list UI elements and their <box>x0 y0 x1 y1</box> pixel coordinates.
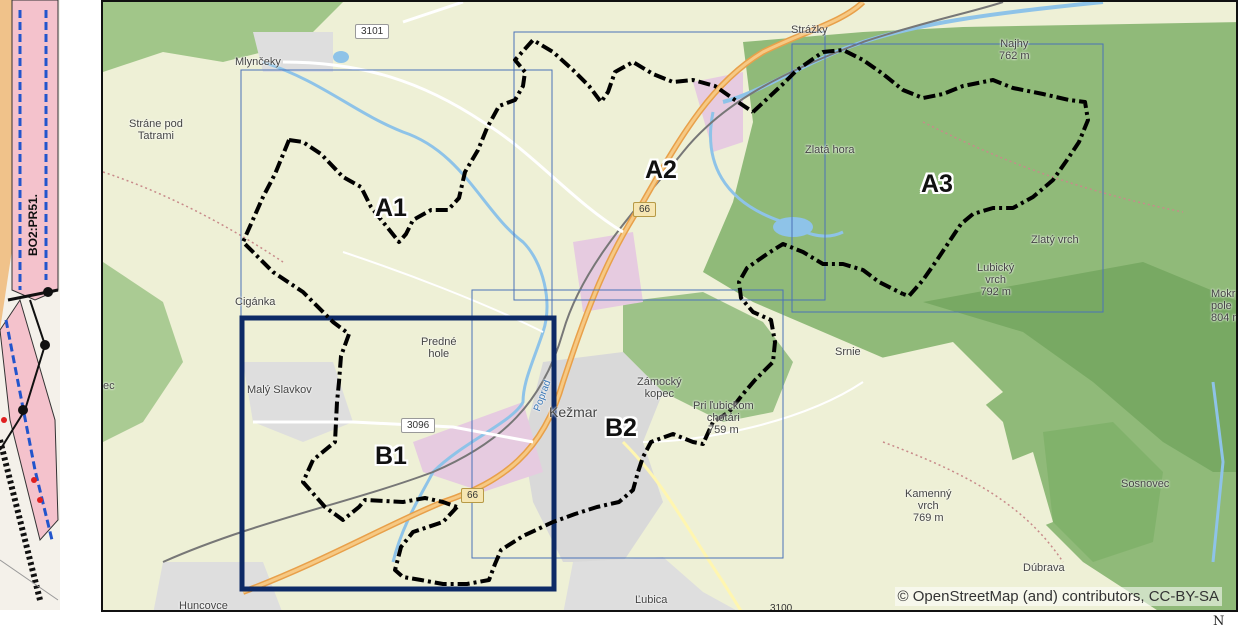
place-edge-ec: ec <box>103 380 115 392</box>
tile-b1-focus <box>239 315 557 592</box>
peak-lubicky-line1: Lubický <box>977 262 1015 274</box>
peak-kamenny-line1: Kamenný <box>905 488 952 500</box>
tile-a2 <box>513 31 826 301</box>
road-shield-66-top: 66 <box>633 202 657 217</box>
area-label-a1: A1 <box>375 194 407 222</box>
peak-pri-lubickom-chotari: Pri ľubickom chotári 759 m <box>693 400 754 436</box>
peak-pri-line1: Pri ľubickom <box>693 400 754 412</box>
peak-predne-line1: Predné <box>421 336 457 348</box>
tile-a3 <box>791 43 1104 313</box>
peak-kamenny-line2: vrch <box>917 500 939 512</box>
peak-mokry-pole: Mokr pole 804 m <box>1211 288 1236 324</box>
boundary-b2 <box>393 242 904 586</box>
north-arrow: N <box>1213 614 1225 629</box>
peak-predne-line2: hole <box>428 348 450 360</box>
peak-lubicky-vrch: Lubický vrch 792 m <box>977 262 1014 298</box>
peak-zlata-hora: Zlatá hora <box>805 144 855 156</box>
peak-sosnovec: Sosnovec <box>1121 478 1170 490</box>
boundary-a3 <box>751 48 1090 298</box>
peak-najhy-elevation: 762 m <box>999 50 1030 62</box>
peak-najhy-name: Najhy <box>1000 38 1029 50</box>
peak-pri-line2: chotári <box>706 412 740 424</box>
railway <box>162 2 1004 563</box>
adjacent-map-strip: BO2:PR51. <box>0 0 60 610</box>
basemap <box>103 2 1236 610</box>
map-frame: Mlynčeky Strážky Najhy 762 m Stráne pod … <box>101 0 1238 612</box>
peak-mokry-line2: pole <box>1211 300 1232 312</box>
peak-mokry-elevation: 804 m <box>1211 312 1236 324</box>
urban-lubica <box>563 557 736 610</box>
place-lubica: Ľubica <box>635 594 668 606</box>
urban-huncovce <box>153 562 282 610</box>
road-shield-3101: 3101 <box>355 24 390 39</box>
adjacent-map-graphic <box>0 0 60 610</box>
place-strane-line2: Tatrami <box>137 130 174 142</box>
area-label-b1: B1 <box>375 442 407 470</box>
forest-zamocky <box>623 292 793 422</box>
peak-najhy: Najhy 762 m <box>999 38 1030 62</box>
peak-predne-hole: Predné hole <box>421 336 456 360</box>
peak-zamocky-line1: Zámocký <box>637 376 682 388</box>
peak-lubicky-line2: vrch <box>985 274 1007 286</box>
place-dubrava: Dúbrava <box>1023 562 1065 574</box>
peak-kamenny-elevation: 769 m <box>912 512 944 524</box>
peak-kamenny-vrch: Kamenný vrch 769 m <box>905 488 951 524</box>
place-srnie: Srnie <box>835 346 861 358</box>
peak-zamocky-kopec: Zámocký kopec <box>637 376 682 400</box>
place-huncovce: Huncovce <box>179 600 228 612</box>
peak-zlaty-vrch: Zlatý vrch <box>1031 234 1079 246</box>
place-strane-line1: Stráne pod <box>129 118 183 130</box>
adjacent-map-label: BO2:PR51. <box>26 193 40 256</box>
peak-mokry-line1: Mokr <box>1211 288 1236 300</box>
peak-pri-elevation: 759 m <box>708 424 739 436</box>
peak-zamocky-line2: kopec <box>644 388 674 400</box>
road-shield-3100: 3100 <box>770 603 793 612</box>
river-poprad <box>262 60 549 563</box>
boundary-a1 <box>288 38 755 244</box>
road-shield-66-bottom: 66 <box>461 488 485 503</box>
tile-b2 <box>471 289 784 559</box>
place-kezmarok: Kežmar <box>549 404 598 420</box>
area-label-a2: A2 <box>645 156 677 184</box>
peak-lubicky-elevation: 792 m <box>980 286 1011 298</box>
map-attribution: © OpenStreetMap (and) contributors, CC-B… <box>894 587 1222 606</box>
place-ciganka: Cigánka <box>235 296 276 308</box>
place-strane-pod-tatrami: Stráne pod Tatrami <box>129 118 183 142</box>
place-strazky: Strážky <box>791 24 828 36</box>
place-mlynceky: Mlynčeky <box>235 56 281 68</box>
road-shield-3096: 3096 <box>401 418 436 433</box>
boundary-a1-west <box>241 139 458 522</box>
area-label-a3: A3 <box>921 170 953 198</box>
place-maly-slavkov: Malý Slavkov <box>247 384 312 396</box>
area-label-b2: B2 <box>605 414 637 442</box>
